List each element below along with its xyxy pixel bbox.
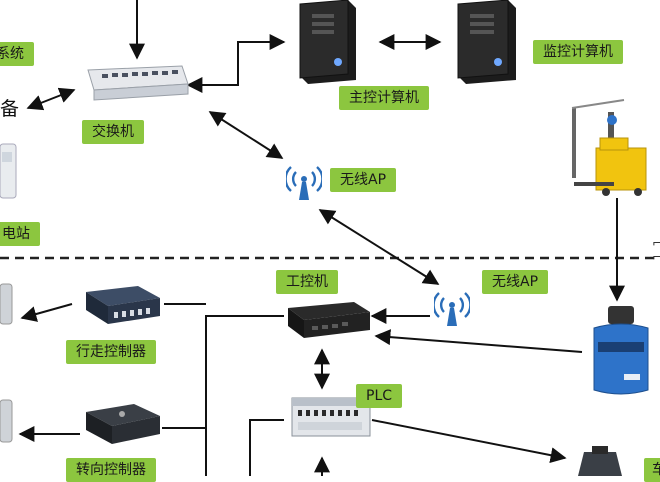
- label-wireless-ap-mid: 无线AP: [482, 270, 549, 294]
- motor-controller-icon: [86, 286, 160, 324]
- industrial-pc-icon: [288, 302, 370, 338]
- wifi-ap-icon: [286, 166, 322, 200]
- device-fragment-icon: [0, 283, 13, 325]
- edge-ap-ap: [318, 209, 440, 285]
- server-tower-icon: [299, 0, 356, 84]
- forklift-icon: [571, 99, 647, 196]
- label-plc: PLC: [356, 384, 403, 408]
- edge-device-switch: [26, 87, 76, 111]
- charging-station-icon: [0, 143, 17, 199]
- edge-plc-right: [371, 419, 567, 464]
- label-wireless-ap-top: 无线AP: [330, 168, 397, 192]
- label-ipc: 工控机: [276, 270, 338, 294]
- label-travel-controller: 行走控制器: [66, 340, 156, 364]
- server-tower-icon: [457, 0, 516, 84]
- label-device: 备: [0, 98, 20, 120]
- sensor-fragment-icon: [578, 446, 622, 476]
- label-charging-station: 电站: [0, 222, 40, 246]
- label-master-computer: 主控计算机: [339, 86, 429, 110]
- edge-lidar-ipc: [374, 329, 583, 353]
- motor-controller-icon: [86, 404, 160, 444]
- label-monitor-computer: 监控计算机: [533, 40, 623, 64]
- label-right-edge: 车: [644, 458, 660, 482]
- label-steering-controller: 转向控制器: [66, 458, 156, 482]
- network-switch-icon: [87, 65, 189, 101]
- edge-ipc-controllers: [205, 315, 284, 476]
- device-fragment-icon: [0, 399, 13, 443]
- edge-travel-left: [20, 303, 73, 322]
- wifi-ap-icon: [434, 292, 470, 326]
- edge-switch-master: [186, 34, 286, 93]
- right-edge-glyphs: ⌐⌐: [652, 236, 660, 264]
- label-switch: 交换机: [82, 120, 144, 144]
- edge-switch-ap: [208, 111, 284, 159]
- edge-plc-left: [249, 419, 284, 476]
- label-system: 系统: [0, 42, 34, 66]
- lidar-sensor-icon: [593, 306, 649, 395]
